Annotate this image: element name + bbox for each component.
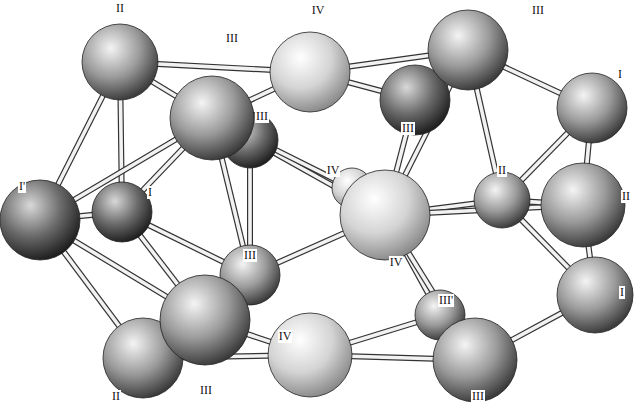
site-label: II <box>497 164 507 177</box>
site-label: III <box>255 110 269 123</box>
site-label: IV <box>326 164 341 177</box>
atoms <box>0 10 633 402</box>
atom-sphere <box>160 275 250 365</box>
atom-sphere <box>170 76 254 160</box>
atom-sphere <box>557 73 627 143</box>
atom-sphere <box>270 32 350 112</box>
site-label: II <box>111 390 121 403</box>
atom-sphere <box>340 170 430 260</box>
site-label: II <box>621 190 631 203</box>
site-label: I <box>619 286 625 299</box>
atom-sphere <box>82 24 158 100</box>
site-label: I' <box>18 180 26 193</box>
site-label: III <box>199 384 213 397</box>
site-label: I <box>147 186 153 199</box>
atom-sphere <box>268 313 352 397</box>
site-label: II <box>115 2 125 15</box>
site-label: III <box>531 4 545 17</box>
atom-sphere <box>433 318 517 402</box>
site-label: IV <box>389 256 404 269</box>
site-label: IV <box>278 330 293 343</box>
atom-sphere <box>541 163 625 247</box>
site-label: I <box>617 68 623 81</box>
site-label: III <box>471 390 485 403</box>
atom-sphere <box>428 10 508 90</box>
atom-sphere <box>557 257 633 333</box>
atom-sphere <box>92 182 152 242</box>
site-label: III <box>243 249 257 262</box>
site-label: III <box>401 122 415 135</box>
site-label: III' <box>438 294 454 307</box>
site-label: III <box>225 32 239 45</box>
site-label: IV <box>311 4 326 17</box>
atom-sphere <box>474 172 530 228</box>
atom-sphere <box>0 180 80 260</box>
